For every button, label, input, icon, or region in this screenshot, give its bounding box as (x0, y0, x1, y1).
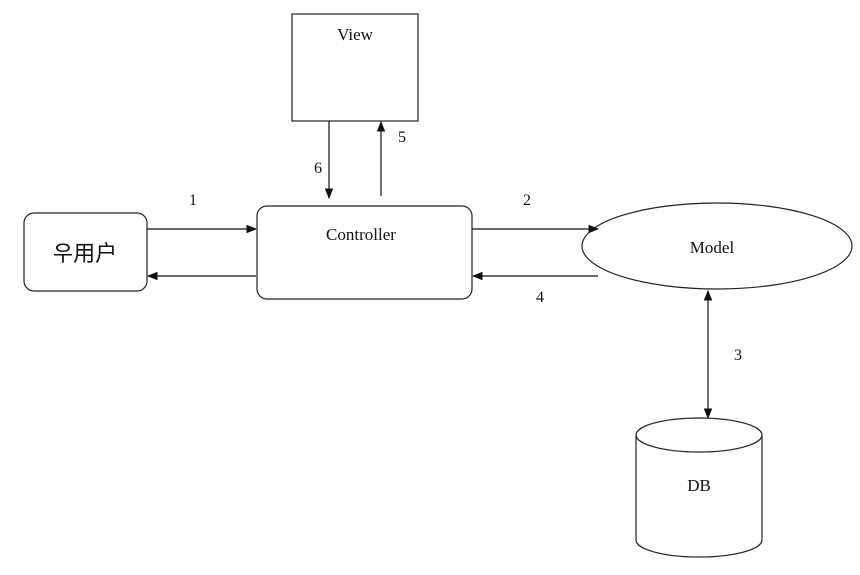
edge-label-5: 5 (398, 129, 406, 146)
edge-label-1: 1 (189, 192, 197, 209)
controller-label: Controller (326, 225, 396, 244)
user-label: 우用户 (53, 242, 117, 267)
view-node: View (291, 13, 419, 122)
controller-node: Controller (256, 205, 473, 300)
edge-label-2: 2 (523, 192, 531, 209)
db-label: DB (687, 476, 711, 495)
model-node: Model (581, 202, 853, 290)
view-label: View (337, 25, 374, 44)
edge-label-4: 4 (536, 289, 544, 306)
model-label: Model (690, 238, 735, 257)
db-node: DB (635, 417, 763, 558)
edge-label-6: 6 (314, 160, 322, 177)
edge-label-3: 3 (734, 347, 742, 364)
user-node: 우用户 (23, 212, 148, 292)
